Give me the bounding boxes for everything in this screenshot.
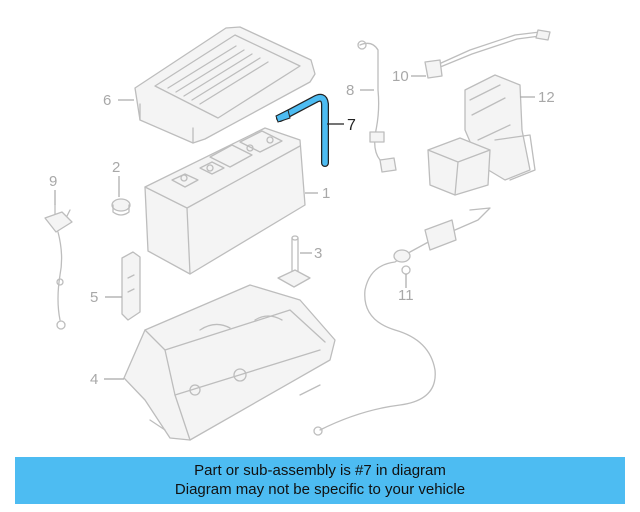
- part-11-cable: [313, 207, 491, 436]
- callout-10-label: 10: [392, 68, 409, 85]
- banner-line-part: Part or sub-assembly is #7 in diagram: [194, 462, 446, 479]
- callout-6: 6: [103, 92, 134, 109]
- callout-11: 11: [398, 274, 414, 304]
- callout-8-label: 8: [346, 82, 354, 99]
- callout-1-label: 1: [322, 185, 330, 202]
- callout-12-label: 12: [538, 89, 555, 106]
- callout-11-label: 11: [398, 287, 414, 304]
- callout-3-label: 3: [314, 245, 322, 262]
- part-7-vent-hose: [275, 93, 329, 167]
- callout-3: 3: [300, 245, 322, 262]
- callout-5-label: 5: [90, 289, 98, 306]
- part-12-distribution-box: [427, 74, 536, 196]
- parts-diagram: 1 2 3 4 5 6 7 8 9 10 11 12: [44, 26, 555, 441]
- part-3-bracket: [277, 235, 311, 288]
- callout-10: 10: [392, 68, 426, 85]
- callout-1: 1: [305, 185, 330, 202]
- part-4-battery-tray: [123, 284, 336, 441]
- part-6-battery-cover: [134, 26, 316, 144]
- callout-6-label: 6: [103, 92, 111, 109]
- part-2-bolt: [111, 198, 131, 216]
- callout-9-label: 9: [49, 173, 57, 190]
- callout-5: 5: [90, 289, 122, 306]
- callout-8: 8: [346, 82, 374, 99]
- callout-2-label: 2: [112, 159, 120, 176]
- callout-4: 4: [90, 371, 124, 388]
- banner-line-disclaimer: Diagram may not be specific to your vehi…: [174, 481, 466, 498]
- callout-7-label: 7: [347, 117, 356, 134]
- callout-4-label: 4: [90, 371, 98, 388]
- part-1-battery: [144, 127, 306, 275]
- callout-9: 9: [49, 173, 57, 205]
- info-banner: Part or sub-assembly is #7 in diagram Di…: [15, 457, 625, 504]
- callout-7: 7: [327, 117, 356, 134]
- part-5-strap: [121, 251, 141, 321]
- part-9-cable: [44, 204, 73, 330]
- part-8-cable: [357, 40, 397, 173]
- callout-12: 12: [520, 89, 555, 106]
- callout-2: 2: [112, 159, 120, 197]
- part-10-cable: [424, 29, 551, 79]
